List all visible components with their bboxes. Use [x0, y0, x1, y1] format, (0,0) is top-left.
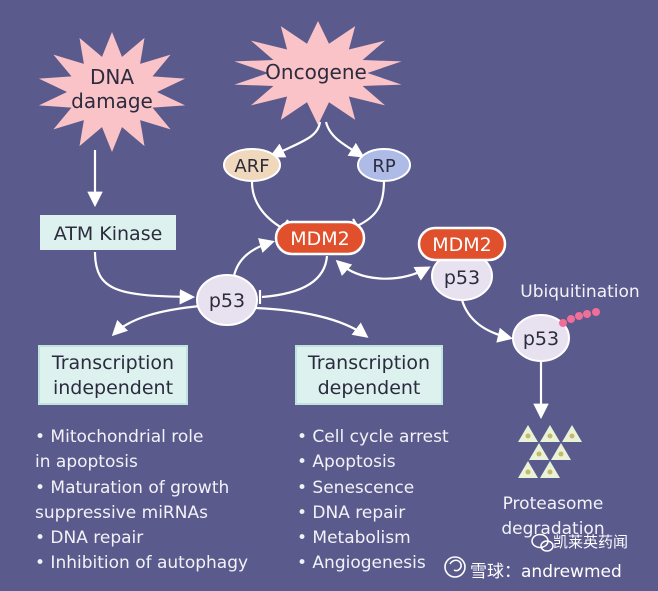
list-item: • DNA repair: [297, 502, 406, 523]
atm-kinase-box: [40, 215, 176, 250]
list-item: • Senescence: [297, 477, 415, 498]
inhibition-arf-to-mdm2: [250, 181, 283, 229]
ubiquitin-bead: [559, 319, 567, 327]
transcription-dependent-box: Transcription dependent: [295, 345, 443, 405]
mdm2-node: [274, 220, 366, 256]
arrow-oncogene-to-rp: [324, 121, 365, 158]
transcription-independent-line1: Transcription: [51, 352, 175, 374]
arrow-atm-to-p53: [93, 251, 196, 305]
atm-kinase-label: ATM Kinase: [54, 223, 163, 245]
arrow-p53-to-mdm2: [232, 238, 275, 277]
list-item: • Angiogenesis: [297, 553, 426, 574]
ubiquitin-chain: [559, 308, 600, 327]
arrow-mdm2-complex-exchange: [335, 259, 431, 281]
mdm2-label: MDM2: [290, 228, 350, 250]
watermark-text-1: 凯莱英药闻: [553, 533, 629, 551]
proteasome-subunit-core: [558, 451, 564, 457]
oncogene-label: Oncogene: [265, 60, 367, 84]
proteasome-subunit-core: [547, 433, 553, 439]
arf-label: ARF: [234, 156, 269, 177]
dependent-functions-list: • Cell cycle arrest • Apoptosis • Senesc…: [297, 425, 449, 577]
independent-functions-list: • Mitochondrial role in apoptosis • Matu…: [35, 425, 248, 577]
inhibition-rp-to-mdm2: [356, 179, 386, 227]
p53-label: p53: [209, 290, 245, 312]
inhibition-mdm2-to-p53: [261, 255, 329, 299]
proteasome-subunit-core: [569, 433, 575, 439]
list-item: • DNA repair: [35, 528, 144, 549]
list-item: • Metabolism: [297, 528, 411, 549]
ubiquitin-bead: [567, 315, 575, 323]
proteasome-subunit-core: [547, 469, 553, 475]
list-item: • Cell cycle arrest: [297, 427, 449, 447]
dna-damage-burst: [38, 32, 186, 152]
ubiquitin-bead: [583, 310, 591, 318]
transcription-independent-line2: independent: [52, 377, 174, 399]
arf-node: [223, 148, 281, 182]
dna-damage-label-line2: damage: [71, 89, 153, 113]
list-item: in apoptosis: [35, 452, 138, 473]
complex-mdm2-node: [417, 226, 507, 262]
proteasome-label-line2: degradation: [501, 519, 604, 539]
p53-node: [196, 274, 258, 326]
rp-node: [357, 148, 411, 182]
transcription-independent-box: Transcription independent: [38, 345, 188, 405]
ubiquitinated-p53-label: p53: [523, 328, 559, 350]
arrow-oncogene-to-arf: [269, 121, 322, 158]
ubiquitinated-p53-node: [512, 314, 570, 362]
list-item: • Inhibition of autophagy: [35, 553, 249, 574]
rp-label: RP: [372, 156, 396, 177]
proteasome-subunit-core: [525, 433, 531, 439]
ubiquitin-bead: [575, 312, 583, 320]
complex-p53-label: p53: [444, 267, 480, 289]
transcription-dependent-line1: Transcription: [307, 352, 431, 374]
proteasome-label-line1: Proteasome: [503, 494, 604, 514]
dna-damage-label-line1: DNA: [90, 65, 134, 89]
arrow-p53-to-dependent: [255, 306, 369, 338]
list-item: • Mitochondrial role: [35, 427, 204, 447]
proteasome-subunit-core: [525, 469, 531, 475]
proteasome-subunit-core: [536, 451, 542, 457]
ubiquitin-bead: [592, 308, 600, 316]
ubiquitination-label: Ubiquitination: [520, 282, 639, 302]
watermark-logo-icon: [444, 556, 466, 578]
watermark-text-2: 雪球：andrewmed: [470, 562, 622, 582]
oncogene-burst: [234, 21, 402, 125]
list-item: • Apoptosis: [297, 452, 396, 473]
arrow-complex-to-ubiquitination: [460, 299, 514, 343]
proteasome-triangles: [518, 425, 582, 478]
list-item: suppressive miRNAs: [35, 502, 208, 523]
transcription-dependent-line2: dependent: [317, 377, 421, 399]
complex-mdm2-label: MDM2: [432, 234, 492, 256]
wechat-icon: [531, 533, 554, 552]
arrow-p53-to-independent: [111, 304, 201, 337]
list-item: • Maturation of growth: [35, 477, 230, 498]
